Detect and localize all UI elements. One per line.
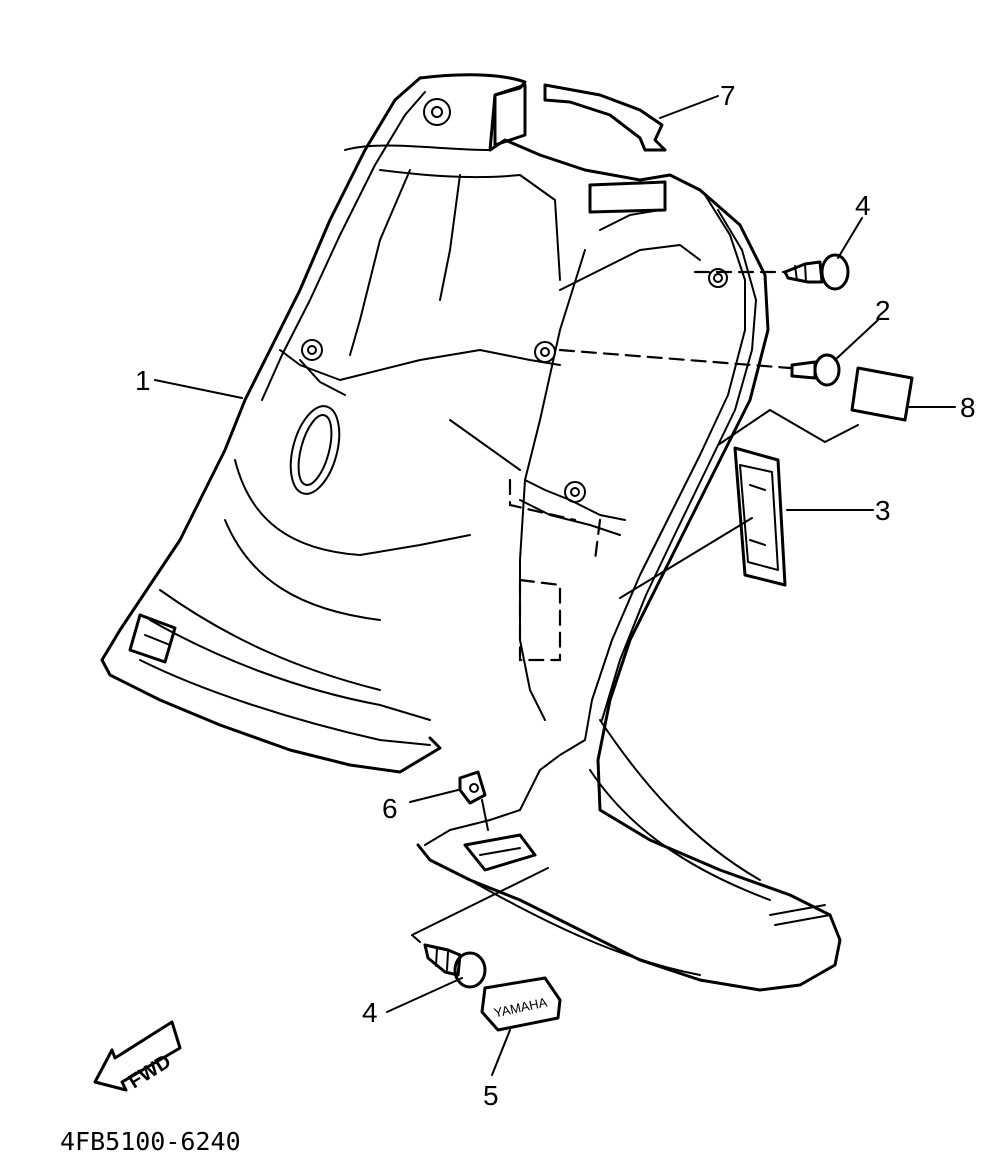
callout-3: 3 — [875, 495, 891, 526]
emblem-text: YAMAHA — [493, 994, 549, 1020]
callout-2: 2 — [875, 295, 891, 326]
callout-5: 5 — [483, 1080, 499, 1111]
screw-icon — [423, 943, 487, 989]
screw-icon — [783, 253, 850, 291]
callout-6: 6 — [382, 793, 398, 824]
callout-8: 8 — [960, 392, 976, 423]
leader-lines — [154, 95, 956, 1076]
trim-strip-part — [543, 83, 667, 152]
bolt-icon — [790, 353, 841, 387]
callout-4-lower: 4 — [362, 997, 378, 1028]
nut-clip-icon — [458, 770, 487, 805]
leg-shield-part — [100, 73, 842, 992]
callout-4-upper: 4 — [855, 190, 871, 221]
callout-labels: 1 2 3 4 4 5 6 7 8 — [135, 80, 976, 1111]
callout-1: 1 — [135, 365, 151, 396]
label-sticker-part — [850, 366, 914, 422]
diagram-code: 4FB5100-6240 — [60, 1127, 241, 1156]
panel-lid-part — [733, 446, 787, 587]
callout-7: 7 — [720, 80, 736, 111]
emblem-icon: YAMAHA — [480, 976, 562, 1032]
fwd-arrow-icon: FWD — [93, 1020, 182, 1093]
